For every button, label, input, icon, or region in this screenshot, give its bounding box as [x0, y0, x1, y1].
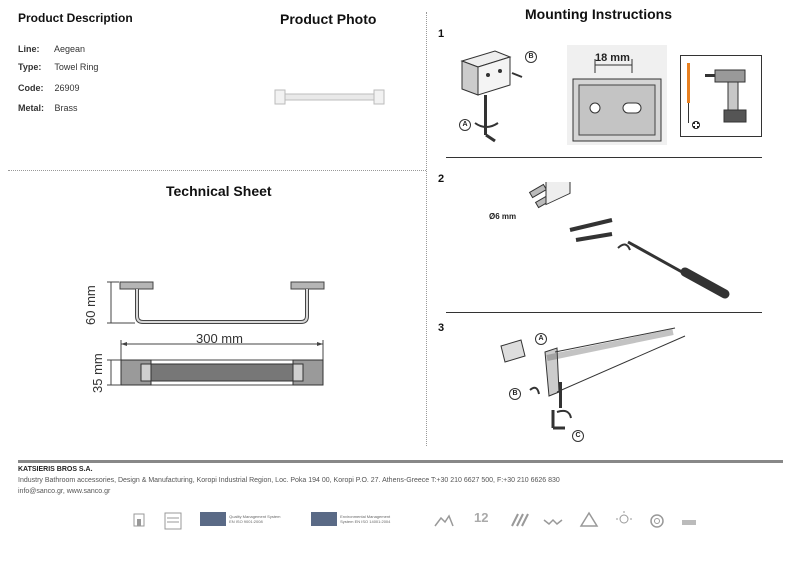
- iso-logo-icon: [200, 512, 226, 526]
- cert-env-text: Environmental Management System EN ISO 1…: [340, 514, 391, 524]
- mountain-icon: [434, 514, 454, 527]
- recycle-icon: [579, 511, 599, 527]
- cert-environmental: Environmental Management System EN ISO 1…: [311, 512, 395, 528]
- desc-key: Code:: [18, 83, 44, 93]
- step-number-2: 2: [438, 173, 445, 185]
- step2-drill-label: Ø6 mm: [489, 212, 517, 221]
- dim-height-label: 60 mm: [83, 285, 98, 325]
- step-number-1: 1: [438, 28, 445, 40]
- desc-value: 26909: [54, 83, 80, 93]
- cert-quality-text: Quality Management System EN ISO 9001:20…: [229, 514, 281, 524]
- desc-row-code: Code: 26909: [18, 83, 80, 93]
- product-description-title: Product Description: [18, 11, 133, 25]
- dim-width-label: 300 mm: [196, 331, 243, 346]
- step3-label-b: B: [509, 388, 521, 400]
- ring-icon: [650, 514, 664, 528]
- step1-bracket-front: [567, 45, 667, 145]
- stripes-icon: [511, 513, 529, 527]
- desc-row-line: Line: Aegean: [18, 44, 85, 54]
- desc-value: Towel Ring: [54, 62, 99, 72]
- sun-icon: [616, 511, 632, 524]
- step-divider-2: [446, 312, 762, 313]
- vertical-divider: [426, 12, 427, 446]
- step3-assembly-illustration: [500, 327, 686, 430]
- step-number-3: 3: [438, 322, 445, 334]
- desc-key: Metal:: [18, 103, 45, 113]
- product-photo-title: Product Photo: [280, 11, 377, 27]
- step1-spacing-label: 18 mm: [595, 52, 630, 64]
- step1-label-b: B: [525, 51, 537, 63]
- company-contact: info@sanco.gr, www.sanco.gr: [18, 488, 111, 495]
- technical-sheet-title: Technical Sheet: [166, 183, 272, 199]
- desc-value: Aegean: [54, 44, 86, 54]
- step1-bracket-illustration: [460, 50, 523, 143]
- step1-tools-illustration: [680, 55, 762, 137]
- desc-key: Type:: [18, 62, 42, 72]
- step3-label-c: C: [572, 430, 584, 442]
- company-address: Industry Bathroom accessories, Design & …: [18, 477, 560, 484]
- brand-icon: [682, 520, 696, 525]
- step-divider-1: [446, 157, 762, 158]
- cert-quality: Quality Management System EN ISO 9001:20…: [200, 512, 284, 528]
- warranty-years: 12: [474, 510, 489, 525]
- desc-key: Line:: [18, 44, 40, 54]
- warranty-badge: 12: [472, 510, 494, 532]
- horizontal-divider: [8, 170, 426, 171]
- product-photo: [274, 89, 385, 105]
- hotel-icon: [133, 513, 145, 527]
- step1-label-a: A: [459, 119, 471, 131]
- company-name: KATSIERIS BROS S.A.: [18, 466, 93, 473]
- desc-row-metal: Metal: Brass: [18, 103, 78, 113]
- step3-label-a: A: [535, 333, 547, 345]
- iso-logo-icon: [311, 512, 337, 526]
- brass-badge-icon: [164, 512, 182, 530]
- technical-drawing: [107, 281, 325, 386]
- water-wave-icon: [543, 518, 563, 526]
- mounting-title: Mounting Instructions: [525, 6, 672, 22]
- desc-row-type: Type: Towel Ring: [18, 62, 98, 72]
- desc-value: Brass: [54, 103, 78, 113]
- step2-screws-illustration: [528, 182, 730, 299]
- footer-bar: [18, 460, 783, 463]
- dim-depth-label: 35 mm: [90, 353, 105, 393]
